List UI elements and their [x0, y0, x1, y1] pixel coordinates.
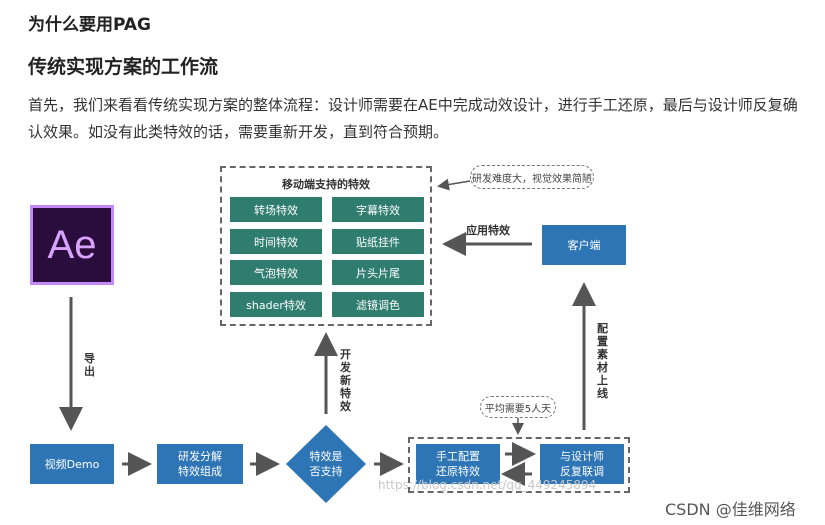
feature-intro-outro: 片头片尾	[332, 260, 424, 285]
subsection-heading: 传统实现方案的工作流	[28, 56, 219, 78]
client-box: 客户端	[542, 225, 626, 265]
feature-time: 时间特效	[230, 229, 322, 254]
upload-label: 配置素材上线	[597, 322, 608, 400]
feature-bubble: 气泡特效	[230, 260, 322, 285]
apply-effect-label: 应用特效	[466, 224, 510, 237]
develop-new-label: 开发新特效	[340, 348, 351, 413]
video-demo-box: 视频Demo	[30, 444, 114, 484]
manual-flow-box	[408, 437, 630, 493]
feature-subtitle: 字幕特效	[332, 197, 424, 222]
feature-shader: shader特效	[230, 292, 322, 317]
feature-sticker: 贴纸挂件	[332, 229, 424, 254]
url-watermark: https://blog.csdn.net/qq_449245894	[378, 478, 597, 492]
intro-paragraph: 首先，我们来看看传统实现方案的整体流程：设计师需要在AE中完成动效设计，进行手工…	[28, 96, 798, 141]
decision-diamond	[286, 425, 366, 503]
rd-breakdown-box: 研发分解 特效组成	[157, 444, 243, 484]
ae-logo: Ae	[30, 205, 114, 285]
export-label: 导出	[84, 352, 95, 378]
designer-review-box: 与设计师 反复联调	[540, 444, 624, 484]
section-heading: 为什么要用PAG	[28, 15, 152, 35]
feature-transition: 转场特效	[230, 197, 322, 222]
difficulty-note: 研发难度大，视觉效果简陋	[470, 165, 594, 189]
manual-config-box: 手工配置 还原特效	[416, 444, 500, 484]
csdn-watermark: CSDN @佳维网络	[665, 500, 796, 519]
features-title: 移动端支持的特效	[282, 178, 370, 191]
avg-days-note: 平均需要5人天	[480, 396, 556, 418]
ae-logo-text: Ae	[47, 222, 97, 267]
feature-filter: 滤镜调色	[332, 292, 424, 317]
supported-label: 特效是 否支持	[309, 450, 343, 478]
features-box: 移动端支持的特效 转场特效 字幕特效 时间特效 贴纸挂件 气泡特效 片头片尾 s…	[220, 166, 432, 326]
